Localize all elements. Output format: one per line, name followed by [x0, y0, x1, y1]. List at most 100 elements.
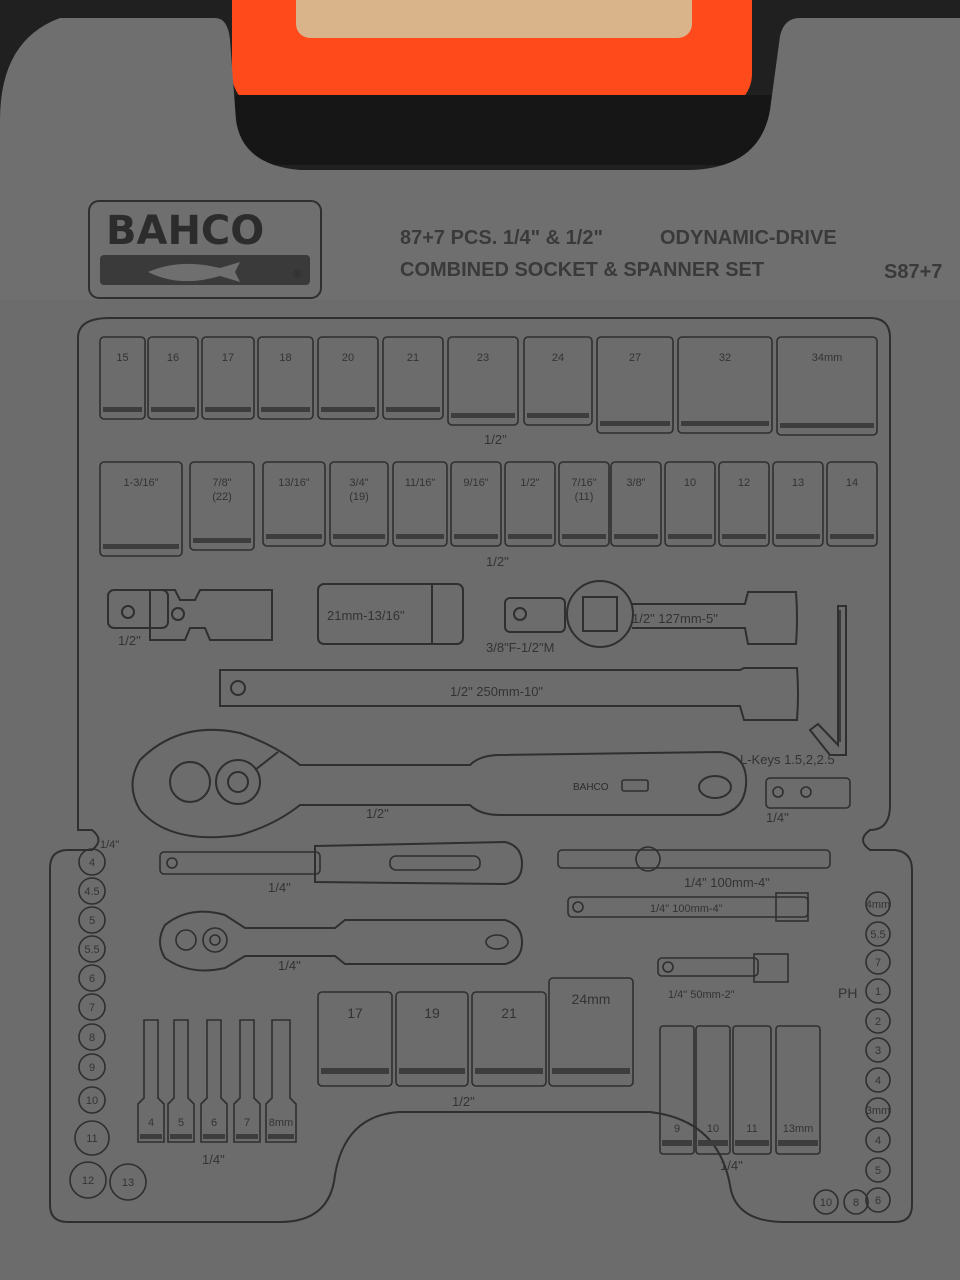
ext100b-label: 1/4" 100mm-4" [650, 903, 723, 915]
bit-socket-hole[interactable]: 5 [78, 906, 106, 934]
bit-socket-label: 8 [89, 1032, 95, 1044]
screwdriver-bit-hole[interactable]: 6 [865, 1187, 891, 1213]
socket[interactable]: 7/8"(22) [189, 461, 255, 551]
hex-bit-label: 7 [244, 1117, 250, 1129]
deep-socket-quarter[interactable]: 9 [659, 1025, 695, 1155]
hex-bit-socket[interactable]: 6 [200, 1019, 228, 1143]
bit-socket-hole[interactable]: 5.5 [78, 935, 106, 963]
hex-bit-socket[interactable]: 8mm [265, 1019, 297, 1143]
screwdriver-bit-label: 4 [875, 1135, 881, 1147]
deep-socket-quarter[interactable]: 13mm [775, 1025, 821, 1155]
ext127-label: 1/2" 127mm-5" [632, 611, 718, 626]
socket[interactable]: 15 [99, 336, 146, 420]
deep-socket[interactable]: 24mm [548, 977, 634, 1087]
deep-socket[interactable]: 21 [471, 991, 547, 1087]
socket[interactable]: 12 [718, 461, 770, 547]
bit-socket-label: 9 [89, 1062, 95, 1074]
socket-label: 13/16" [278, 477, 310, 489]
screwdriver-bit-hole[interactable]: 3 [865, 1037, 891, 1063]
bit-socket-hole[interactable]: 11 [74, 1120, 110, 1156]
deep-socket[interactable]: 19 [395, 991, 469, 1087]
deep-socket-quarter[interactable]: 10 [695, 1025, 731, 1155]
bit-socket-hole[interactable]: 8 [78, 1023, 106, 1051]
bit-socket-hole[interactable]: 6 [78, 964, 106, 992]
screwdriver-bit-hole[interactable]: 5 [865, 1157, 891, 1183]
socket[interactable]: 11/16" [392, 461, 448, 547]
bit-socket-hole[interactable]: 7 [78, 993, 106, 1021]
ratchet-half-label: 1/2" [366, 806, 389, 821]
bit-socket-hole[interactable]: 4.5 [78, 877, 106, 905]
ext50-label: 1/4" 50mm-2" [668, 989, 735, 1001]
socket-label: 14 [846, 477, 858, 489]
screwdriver-bit-hole[interactable]: 3mm [865, 1097, 891, 1123]
bit-socket-hole[interactable]: 9 [78, 1053, 106, 1081]
hex-bit-socket[interactable]: 4 [137, 1019, 165, 1143]
socket[interactable]: 27 [596, 336, 674, 434]
ratchet-quarter-inch[interactable] [159, 910, 524, 972]
gray-tray [0, 18, 960, 1280]
screwdriver-bit-hole[interactable]: 2 [865, 1008, 891, 1034]
socket[interactable]: 13 [772, 461, 824, 547]
socket-adapter[interactable] [317, 583, 464, 645]
socket[interactable]: 9/16" [450, 461, 502, 547]
socket-label: 21 [407, 352, 419, 364]
ratchet-half-inch[interactable]: BAHCO [131, 728, 748, 839]
screwdriver-handle[interactable] [159, 840, 524, 886]
bit-socket-hole[interactable]: 4 [78, 848, 106, 876]
screwdriver-bit-hole[interactable]: 7 [865, 949, 891, 975]
deep-socket-quarter-label: 10 [707, 1123, 719, 1135]
deep-socket-label: 24mm [572, 991, 611, 1007]
socket[interactable]: 10 [664, 461, 716, 547]
socket[interactable]: 3/4"(19) [329, 461, 389, 547]
extension-127mm[interactable] [632, 591, 798, 645]
screwdriver-bit-hole[interactable]: 4mm [865, 891, 891, 917]
socket-label: 27 [629, 352, 641, 364]
bit-socket-label: 4 [89, 857, 95, 869]
screwdriver-bit-hole[interactable]: 1 [865, 978, 891, 1004]
extension-50mm[interactable] [657, 953, 789, 983]
socket-label: 17 [222, 352, 234, 364]
hex-bit-socket[interactable]: 5 [167, 1019, 195, 1143]
screwdriver-bit-label: 5 [875, 1165, 881, 1177]
l-keys[interactable] [808, 605, 847, 756]
screwdriver-bit-label: 2 [875, 1016, 881, 1028]
bit-socket-hole[interactable]: 10 [78, 1086, 106, 1114]
bit-socket-hole[interactable]: 13 [109, 1163, 147, 1201]
hex-bit-label: 6 [211, 1117, 217, 1129]
screwdriver-bit-hole[interactable]: 4 [865, 1127, 891, 1153]
extension-100mm-b[interactable] [567, 892, 809, 922]
bit-socket-label: 10 [86, 1095, 98, 1107]
socket[interactable]: 20 [317, 336, 379, 420]
socket[interactable]: 32 [677, 336, 773, 434]
socket-label: 7/8" [212, 477, 231, 489]
socket[interactable]: 1-3/16" [99, 461, 183, 557]
extension-100mm-a[interactable] [557, 846, 831, 872]
screwdriver-bit-hole[interactable]: 4 [865, 1067, 891, 1093]
socket[interactable]: 1/2" [504, 461, 556, 547]
socket[interactable]: 34mm [776, 336, 878, 436]
deep-socket[interactable]: 17 [317, 991, 393, 1087]
brand-name: BAHCO [106, 208, 264, 254]
torx-bit-hole[interactable]: 8 [843, 1189, 869, 1215]
socket[interactable]: 23 [447, 336, 519, 426]
socket[interactable]: 13/16" [262, 461, 326, 547]
torx-bit-hole[interactable]: 10 [813, 1189, 839, 1215]
deep-socket-quarter[interactable]: 11 [732, 1025, 772, 1155]
socket[interactable]: 18 [257, 336, 314, 420]
socket[interactable]: 16 [147, 336, 199, 420]
socket[interactable]: 14 [826, 461, 878, 547]
hex-bit-socket[interactable]: 7 [233, 1019, 261, 1143]
drive-reducer[interactable] [504, 580, 634, 648]
universal-joint-quarter[interactable] [765, 777, 851, 809]
bit-socket-hole[interactable]: 12 [69, 1161, 107, 1199]
socket[interactable]: 7/16"(11) [558, 461, 610, 547]
socket[interactable]: 21 [382, 336, 444, 420]
title-line-2: COMBINED SOCKET & SPANNER SET [400, 259, 764, 281]
socket-label: 16 [167, 352, 179, 364]
socket[interactable]: 17 [201, 336, 255, 420]
socket[interactable]: 24 [523, 336, 593, 426]
extension-250mm[interactable] [219, 667, 799, 721]
socket[interactable]: 3/8" [610, 461, 662, 547]
universal-joint-half[interactable] [107, 589, 273, 641]
screwdriver-bit-hole[interactable]: 5.5 [865, 921, 891, 947]
